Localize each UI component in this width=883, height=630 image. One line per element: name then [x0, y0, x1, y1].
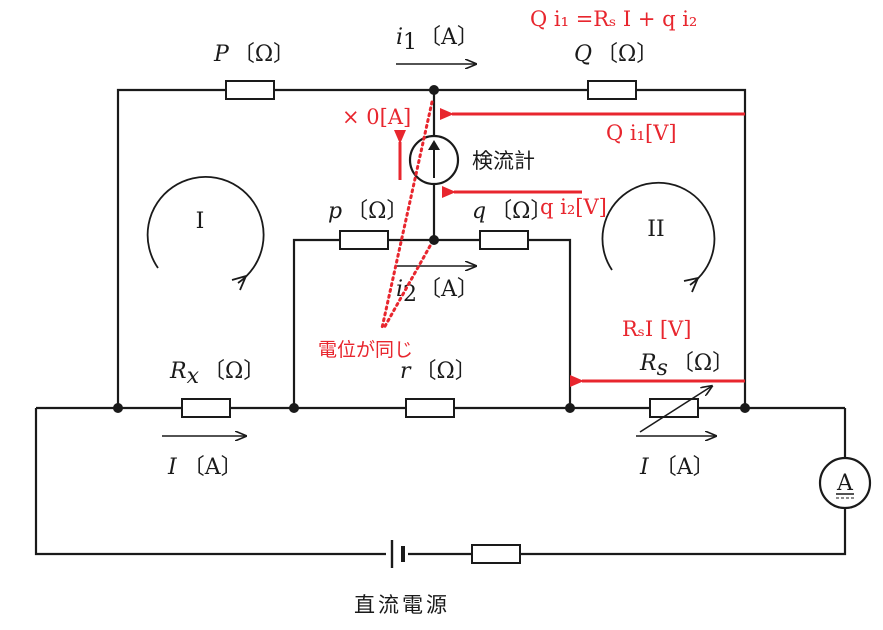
annotation-dotted-line-upper — [380, 100, 434, 330]
junction-nodes — [113, 85, 750, 413]
label-I-left: I〔A〕 — [167, 455, 243, 480]
resistor-r — [405, 398, 455, 418]
resistor-Rx — [181, 398, 231, 418]
label-Q: Q〔Ω〕 — [574, 42, 658, 67]
label-i2: i2〔A〕 — [396, 277, 479, 307]
label-q: q〔Ω〕 — [472, 199, 552, 224]
resistor-Q — [587, 80, 637, 100]
loop-arrow-II — [601, 181, 716, 293]
resistor-p — [339, 230, 389, 250]
label-i1: i1〔A〕 — [396, 25, 479, 55]
battery — [386, 538, 408, 570]
galvanometer-label: 検流計 — [472, 149, 535, 173]
galvanometer — [408, 134, 460, 186]
loop-label-II: II — [647, 217, 664, 242]
annotation-RsI: RₛI [V] — [622, 317, 691, 341]
annotation-equation: Q i₁ =Rₛ I + q i₂ — [530, 7, 697, 31]
label-Rs: Rs〔Ω〕 — [639, 351, 734, 381]
annotation-Qi1: Q i₁[V] — [606, 121, 677, 145]
resistors — [181, 80, 712, 564]
annotation-zero-current: × 0[A] — [342, 105, 411, 129]
label-I-right: I〔A〕 — [639, 455, 715, 480]
resistor-P — [225, 80, 275, 100]
loop-arrow-I — [146, 176, 265, 291]
ammeter-label: A — [836, 471, 854, 496]
label-Rx: Rx〔Ω〕 — [169, 359, 265, 389]
label-r: r〔Ω〕 — [400, 359, 477, 384]
annotations: Q i₁ =Rₛ I + q i₂ Q i₁[V] × 0[A] q i₂[V]… — [318, 7, 745, 387]
annotation-same-potential: 電位が同じ — [318, 339, 413, 361]
resistor-source — [471, 544, 521, 564]
resistor-Rs — [649, 398, 699, 418]
dc-source-label: 直流電源 — [354, 593, 450, 617]
label-p: p〔Ω〕 — [328, 199, 408, 224]
ammeter: A — [818, 456, 872, 510]
annotation-qi2: q i₂[V] — [540, 195, 607, 219]
variable-resistor-arrow — [639, 386, 712, 433]
annotation-dotted-line-lower — [382, 244, 432, 330]
resistor-q — [479, 230, 529, 250]
loop-label-I: I — [196, 209, 205, 234]
label-P: P〔Ω〕 — [213, 42, 295, 67]
